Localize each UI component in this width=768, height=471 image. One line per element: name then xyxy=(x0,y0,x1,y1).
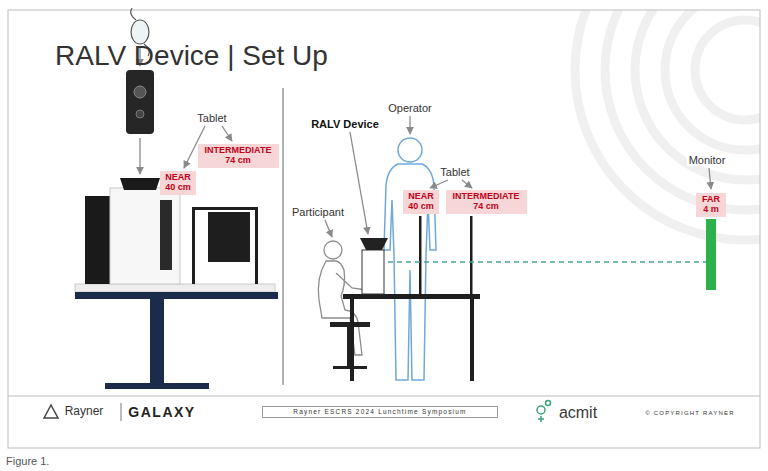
distance-tag: INTERMEDIATE 74 cm xyxy=(198,144,279,168)
part-label: Tablet xyxy=(195,112,228,125)
ralv-device xyxy=(120,178,160,190)
background-arcs xyxy=(575,10,760,240)
participant-figure xyxy=(324,241,342,259)
tablet-stand xyxy=(192,207,258,210)
box-text: NEAR 40 cm xyxy=(163,173,193,193)
background-arcs xyxy=(605,10,760,210)
ralv-device xyxy=(85,196,110,284)
part-label: Operator xyxy=(386,102,433,115)
leader-arrows xyxy=(350,132,368,234)
line-of-sight xyxy=(388,261,706,262)
distance-tag: NEAR 40 cm xyxy=(403,190,439,214)
logo-text: Rayner xyxy=(63,405,106,419)
operator-figure xyxy=(398,138,422,162)
ralv-device xyxy=(75,284,275,292)
leader-arrows xyxy=(709,168,711,189)
operator-figure xyxy=(384,164,436,380)
background-arcs xyxy=(695,20,760,120)
ralv-device-small xyxy=(360,238,388,294)
leader-arrows xyxy=(325,220,332,237)
table xyxy=(105,383,209,389)
acmit-logo-mark xyxy=(537,406,545,414)
ralv-device xyxy=(160,200,172,270)
desk xyxy=(470,299,474,381)
logo-text: GALAXY xyxy=(126,404,197,420)
box-text: INTERMEDIATE 74 cm xyxy=(201,146,276,166)
box-text: INTERMEDIATE 74 cm xyxy=(449,192,524,212)
event-banner: Rayner ESCRS 2024 Lunchtime Symposium xyxy=(262,406,497,418)
ralv-device-small xyxy=(360,238,388,250)
participant-figure xyxy=(318,261,362,355)
table xyxy=(150,299,164,384)
part-label: Monitor xyxy=(687,154,728,167)
acmit-logo-mark xyxy=(538,416,544,422)
monitor-pole xyxy=(706,219,716,290)
box-text: NEAR 40 cm xyxy=(406,192,436,212)
acmit-logo-mark xyxy=(546,401,551,406)
distance-tag: FAR 4 m xyxy=(696,193,726,217)
leader-arrows xyxy=(222,126,232,141)
leader-arrows xyxy=(139,138,140,174)
ralv-device xyxy=(75,178,275,292)
desk xyxy=(343,294,480,299)
ralv-device-small xyxy=(362,250,384,294)
leader-arrows xyxy=(462,180,472,188)
leader-arrows xyxy=(409,116,410,134)
tablet-stand xyxy=(208,212,250,262)
table xyxy=(75,292,278,389)
tablet-stand xyxy=(192,207,258,284)
background-arcs xyxy=(575,10,760,240)
panel-divider xyxy=(282,88,284,385)
leader-arrows xyxy=(325,116,711,237)
slide-frame xyxy=(8,10,760,448)
box-text: FAR 4 m xyxy=(699,195,723,215)
copyright-note: © COPYRIGHT RAYNER xyxy=(643,410,736,417)
figure-caption: Figure 1. xyxy=(6,455,49,468)
desk xyxy=(350,299,354,381)
lens-module xyxy=(126,70,154,134)
acmit-logo-mark xyxy=(537,401,551,423)
table xyxy=(75,292,278,299)
slide-title: RALV Device | Set Up xyxy=(55,40,328,72)
desk xyxy=(343,216,480,381)
lens-module xyxy=(134,86,146,98)
logo-text: acmit xyxy=(557,404,599,422)
ralv-device xyxy=(110,188,180,284)
lens-module xyxy=(126,70,154,134)
tablet-stand xyxy=(255,208,258,284)
leader-arrows xyxy=(430,180,448,188)
desk xyxy=(470,216,473,294)
part-label: Participant xyxy=(290,206,346,219)
tablet-stand xyxy=(192,208,195,284)
iol-lens xyxy=(131,8,136,20)
rayner-logo-mark xyxy=(44,405,58,418)
part-label: RALV Device xyxy=(309,118,381,131)
desk xyxy=(419,216,422,294)
distance-tag: INTERMEDIATE 74 cm xyxy=(446,190,527,214)
background-arcs xyxy=(635,10,760,180)
part-label: Tablet xyxy=(438,166,471,179)
distance-tag: NEAR 40 cm xyxy=(160,171,196,195)
footer-rule xyxy=(8,396,760,397)
logo-separator xyxy=(121,403,122,421)
lens-module xyxy=(136,110,144,118)
operator-figure xyxy=(384,138,436,380)
box-text: Rayner ESCRS 2024 Lunchtime Symposium xyxy=(293,408,466,416)
background-arcs xyxy=(665,10,760,150)
